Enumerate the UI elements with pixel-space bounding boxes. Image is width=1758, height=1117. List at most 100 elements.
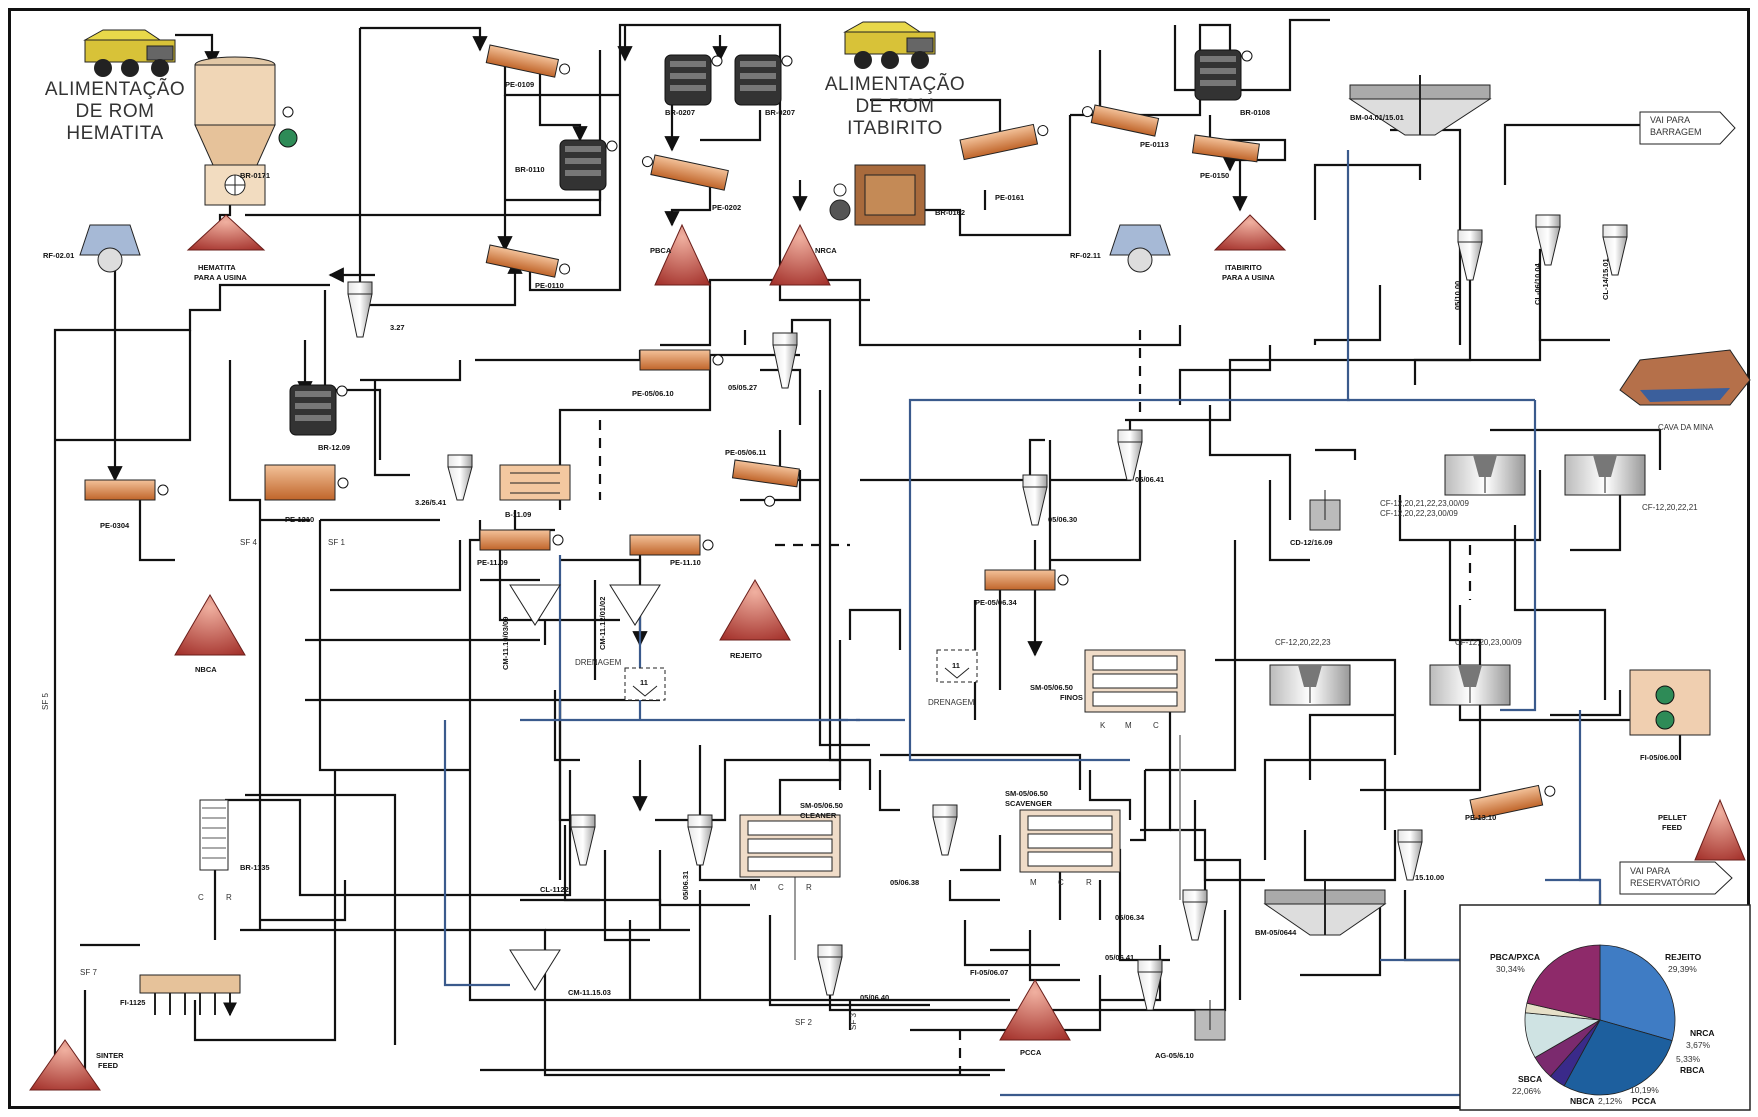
svg-text:M: M xyxy=(750,883,757,892)
svg-text:NBCA: NBCA xyxy=(195,665,217,674)
svg-text:R: R xyxy=(1086,878,1092,887)
svg-text:R: R xyxy=(226,893,232,902)
svg-text:PE-05/06.11: PE-05/06.11 xyxy=(725,448,766,457)
cone-crusher-icon xyxy=(1195,50,1252,100)
filter-tank-icon xyxy=(1445,455,1525,495)
cyclone-icon xyxy=(688,815,712,865)
svg-text:PE-13.10: PE-13.10 xyxy=(1465,813,1496,822)
cyclone-icon xyxy=(448,455,472,500)
svg-text:ITABIRITO: ITABIRITO xyxy=(1225,263,1262,272)
svg-text:VAI PARA: VAI PARA xyxy=(1630,866,1670,876)
svg-text:CF-12,20,22,23,00/09: CF-12,20,22,23,00/09 xyxy=(1380,509,1458,518)
svg-text:CF-12,20,21,22,23,00/09: CF-12,20,21,22,23,00/09 xyxy=(1380,499,1470,508)
svg-text:DRENAGEM: DRENAGEM xyxy=(575,658,622,667)
stockpile-icon xyxy=(1215,215,1285,250)
svg-text:05/05.27: 05/05.27 xyxy=(728,383,757,392)
svg-text:HEMATITA: HEMATITA xyxy=(198,263,236,272)
cyclone-icon xyxy=(933,805,957,855)
svg-text:PE-0110: PE-0110 xyxy=(535,281,564,290)
svg-text:PE-11.10: PE-11.10 xyxy=(670,558,701,567)
cone-crusher-icon xyxy=(560,140,617,190)
svg-text:05/06.38: 05/06.38 xyxy=(890,878,919,887)
cone-crusher-icon xyxy=(735,55,792,105)
svg-text:FI-05/06.07: FI-05/06.07 xyxy=(970,968,1008,977)
screen-icon xyxy=(729,460,799,510)
svg-text:SCAVENGER: SCAVENGER xyxy=(1005,799,1053,808)
stockpile-icon xyxy=(655,225,710,285)
motor-icon xyxy=(279,107,297,147)
svg-text:PE-0150: PE-0150 xyxy=(1200,171,1229,180)
cyclone-icon xyxy=(571,815,595,865)
svg-text:B-11.09: B-11.09 xyxy=(505,510,531,519)
svg-text:BARRAGEM: BARRAGEM xyxy=(1650,127,1702,137)
svg-text:05/06.34: 05/06.34 xyxy=(1115,913,1145,922)
spiral-icon xyxy=(200,800,228,870)
svg-text:CF-12,20,23,00/09: CF-12,20,23,00/09 xyxy=(1455,638,1522,647)
title-rom-hematita: ALIMENTAÇÃO DE ROM HEMATITA xyxy=(45,78,185,144)
title-rom-itabirito: ALIMENTAÇÃO DE ROM ITABIRITO xyxy=(825,73,965,139)
svg-text:C: C xyxy=(1058,878,1064,887)
cyclone-icon xyxy=(773,333,797,388)
roller-feeder-icon xyxy=(1110,225,1170,272)
screen-icon xyxy=(480,530,563,550)
svg-text:C: C xyxy=(1153,721,1159,730)
svg-text:22,06%: 22,06% xyxy=(1512,1086,1541,1096)
svg-text:C: C xyxy=(778,883,784,892)
svg-text:3.26/5.41: 3.26/5.41 xyxy=(415,498,446,507)
svg-text:NRCA: NRCA xyxy=(815,246,837,255)
svg-text:M: M xyxy=(1030,878,1037,887)
svg-text:PE-05/06.34: PE-05/06.34 xyxy=(975,598,1018,607)
svg-text:NRCA: NRCA xyxy=(1690,1028,1715,1038)
svg-text:BR-0171: BR-0171 xyxy=(240,171,270,180)
mine-pit-icon xyxy=(1620,350,1750,405)
cyclone-icon xyxy=(1458,230,1482,280)
svg-text:05/06.41: 05/06.41 xyxy=(1135,475,1164,484)
svg-text:15.10.00: 15.10.00 xyxy=(1415,873,1444,882)
svg-text:R: R xyxy=(806,883,812,892)
svg-text:BM-05/0644: BM-05/0644 xyxy=(1255,928,1297,937)
svg-text:NBCA: NBCA xyxy=(1570,1096,1595,1106)
svg-text:FINOS: FINOS xyxy=(1060,693,1083,702)
svg-text:PE-0113: PE-0113 xyxy=(1140,140,1169,149)
cyclone-icon xyxy=(348,282,372,337)
svg-text:PE-0109: PE-0109 xyxy=(505,80,534,89)
stockpile-icon xyxy=(30,1040,100,1090)
pie-chart-inset: PBCA/PXCA 30,34% REJEITO 29,39% NRCA 3,6… xyxy=(1460,905,1750,1110)
svg-text:RBCA: RBCA xyxy=(1680,1065,1705,1075)
svg-text:SM-05/06.50: SM-05/06.50 xyxy=(1005,789,1048,798)
svg-text:CF-12,20,22,21: CF-12,20,22,21 xyxy=(1642,503,1698,512)
svg-text:FI-05/06.00: FI-05/06.00 xyxy=(1640,753,1678,762)
svg-text:PARA A USINA: PARA A USINA xyxy=(1222,273,1275,282)
screen-icon xyxy=(486,245,571,280)
svg-text:CAVA DA MINA: CAVA DA MINA xyxy=(1658,423,1714,432)
svg-text:SM-05/06.50: SM-05/06.50 xyxy=(800,801,843,810)
belt-filter-icon xyxy=(140,975,240,1015)
stockpile-icon xyxy=(175,595,245,655)
roller-feeder-icon xyxy=(80,225,140,272)
screen-icon xyxy=(630,535,713,555)
svg-text:CL-14/15.01: CL-14/15.01 xyxy=(1601,258,1610,300)
svg-text:SF 2: SF 2 xyxy=(795,1018,812,1027)
svg-text:M: M xyxy=(1125,721,1132,730)
svg-text:SBCA: SBCA xyxy=(1518,1074,1542,1084)
svg-text:10,19%: 10,19% xyxy=(1630,1085,1659,1095)
cyclone-icon xyxy=(1138,960,1162,1010)
svg-text:ALIMENTAÇÃO: ALIMENTAÇÃO xyxy=(825,73,965,95)
filter-tank-icon xyxy=(1270,665,1350,705)
svg-text:SF 3: SF 3 xyxy=(849,1013,858,1030)
svg-text:CM-11.15.03: CM-11.15.03 xyxy=(568,988,611,997)
svg-text:PELLET: PELLET xyxy=(1658,813,1687,822)
svg-text:BM-04.01/15.01: BM-04.01/15.01 xyxy=(1350,113,1404,122)
svg-text:CF-12,20,22,23: CF-12,20,22,23 xyxy=(1275,638,1331,647)
svg-text:3.27: 3.27 xyxy=(390,323,405,332)
agitator-tank-icon xyxy=(1195,1000,1225,1040)
flotation-bank-cleaner xyxy=(740,815,840,877)
svg-text:RF-02.11: RF-02.11 xyxy=(1070,251,1101,260)
conditioner-icon xyxy=(500,465,570,500)
cyclone-icon xyxy=(1023,475,1047,525)
cone-crusher-icon xyxy=(665,55,722,105)
svg-text:CLEANER: CLEANER xyxy=(800,811,837,820)
svg-text:SF 4: SF 4 xyxy=(240,538,257,547)
thickener-icon xyxy=(1350,75,1490,135)
